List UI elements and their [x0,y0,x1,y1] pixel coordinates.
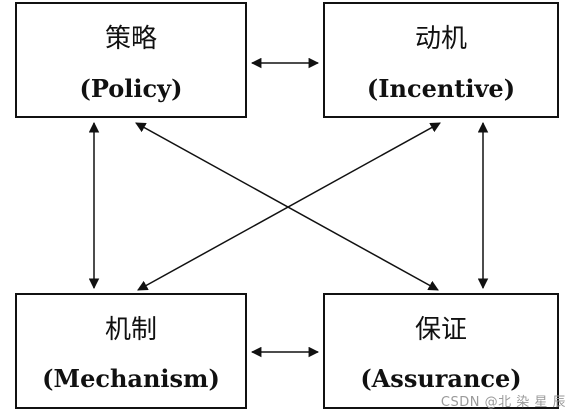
box-policy-frame [15,2,247,118]
box-policy: 策略 (Policy) [15,2,247,118]
box-mechanism-title: 机制 [105,315,157,345]
box-incentive-title: 动机 [415,24,467,54]
arrow-policy-assurance [135,122,439,291]
box-mechanism: 机制 (Mechanism) [15,293,247,409]
arrow-incentive-mechanism [137,122,441,291]
box-incentive: 动机 (Incentive) [323,2,559,118]
box-assurance-frame [323,293,559,409]
box-policy-subtitle: (Policy) [80,74,183,103]
box-policy-title: 策略 [105,24,157,54]
box-incentive-subtitle: (Incentive) [367,74,515,103]
box-assurance-subtitle: (Assurance) [360,364,521,393]
arrows [88,57,489,358]
box-assurance-title: 保证 [415,315,467,345]
box-incentive-frame [323,2,559,118]
watermark-text: CSDN @北 染 星 辰 [440,395,566,410]
box-mechanism-frame [15,293,247,409]
box-assurance: 保证 (Assurance) [323,293,559,409]
box-mechanism-subtitle: (Mechanism) [42,364,220,393]
